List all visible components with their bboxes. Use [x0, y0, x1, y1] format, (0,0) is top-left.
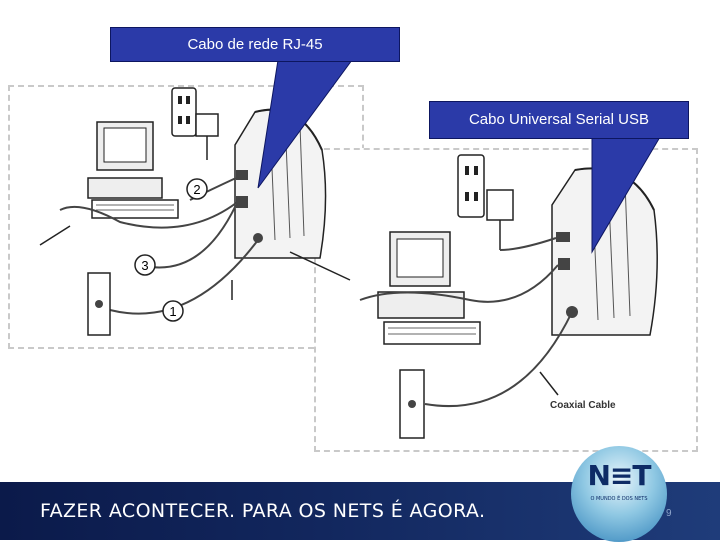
left-computer	[87, 121, 179, 219]
usb-cable-callout: Cabo Universal Serial USB	[429, 101, 689, 139]
logo-tagline: O MUNDO É DOS NETS	[590, 496, 648, 502]
footer-slogan: FAZER ACONTECER. PARA OS NETS É AGORA.	[40, 500, 486, 522]
net-logo: N≡T O MUNDO É DOS NETS	[571, 446, 667, 542]
step-label-1: 1	[169, 304, 176, 319]
right-coax-outlet	[399, 369, 425, 439]
right-computer	[377, 231, 481, 345]
step-label-3: 3	[141, 258, 148, 273]
left-modem	[234, 108, 327, 259]
coaxial-cable-label: Coaxial Cable	[550, 400, 616, 411]
step-marker-2	[186, 178, 208, 200]
logo-wordmark: N≡T	[587, 459, 652, 492]
right-wall-outlet	[457, 154, 514, 250]
right-cables	[359, 237, 573, 408]
left-coax-outlet	[87, 272, 111, 336]
right-modem	[551, 167, 658, 336]
step-marker-1	[162, 300, 184, 322]
left-wall-outlet	[171, 87, 219, 160]
step-marker-3	[134, 254, 156, 276]
page-number: 9	[666, 508, 672, 519]
rj45-cable-callout: Cabo de rede RJ-45	[110, 27, 400, 62]
step-label-2: 2	[193, 182, 200, 197]
